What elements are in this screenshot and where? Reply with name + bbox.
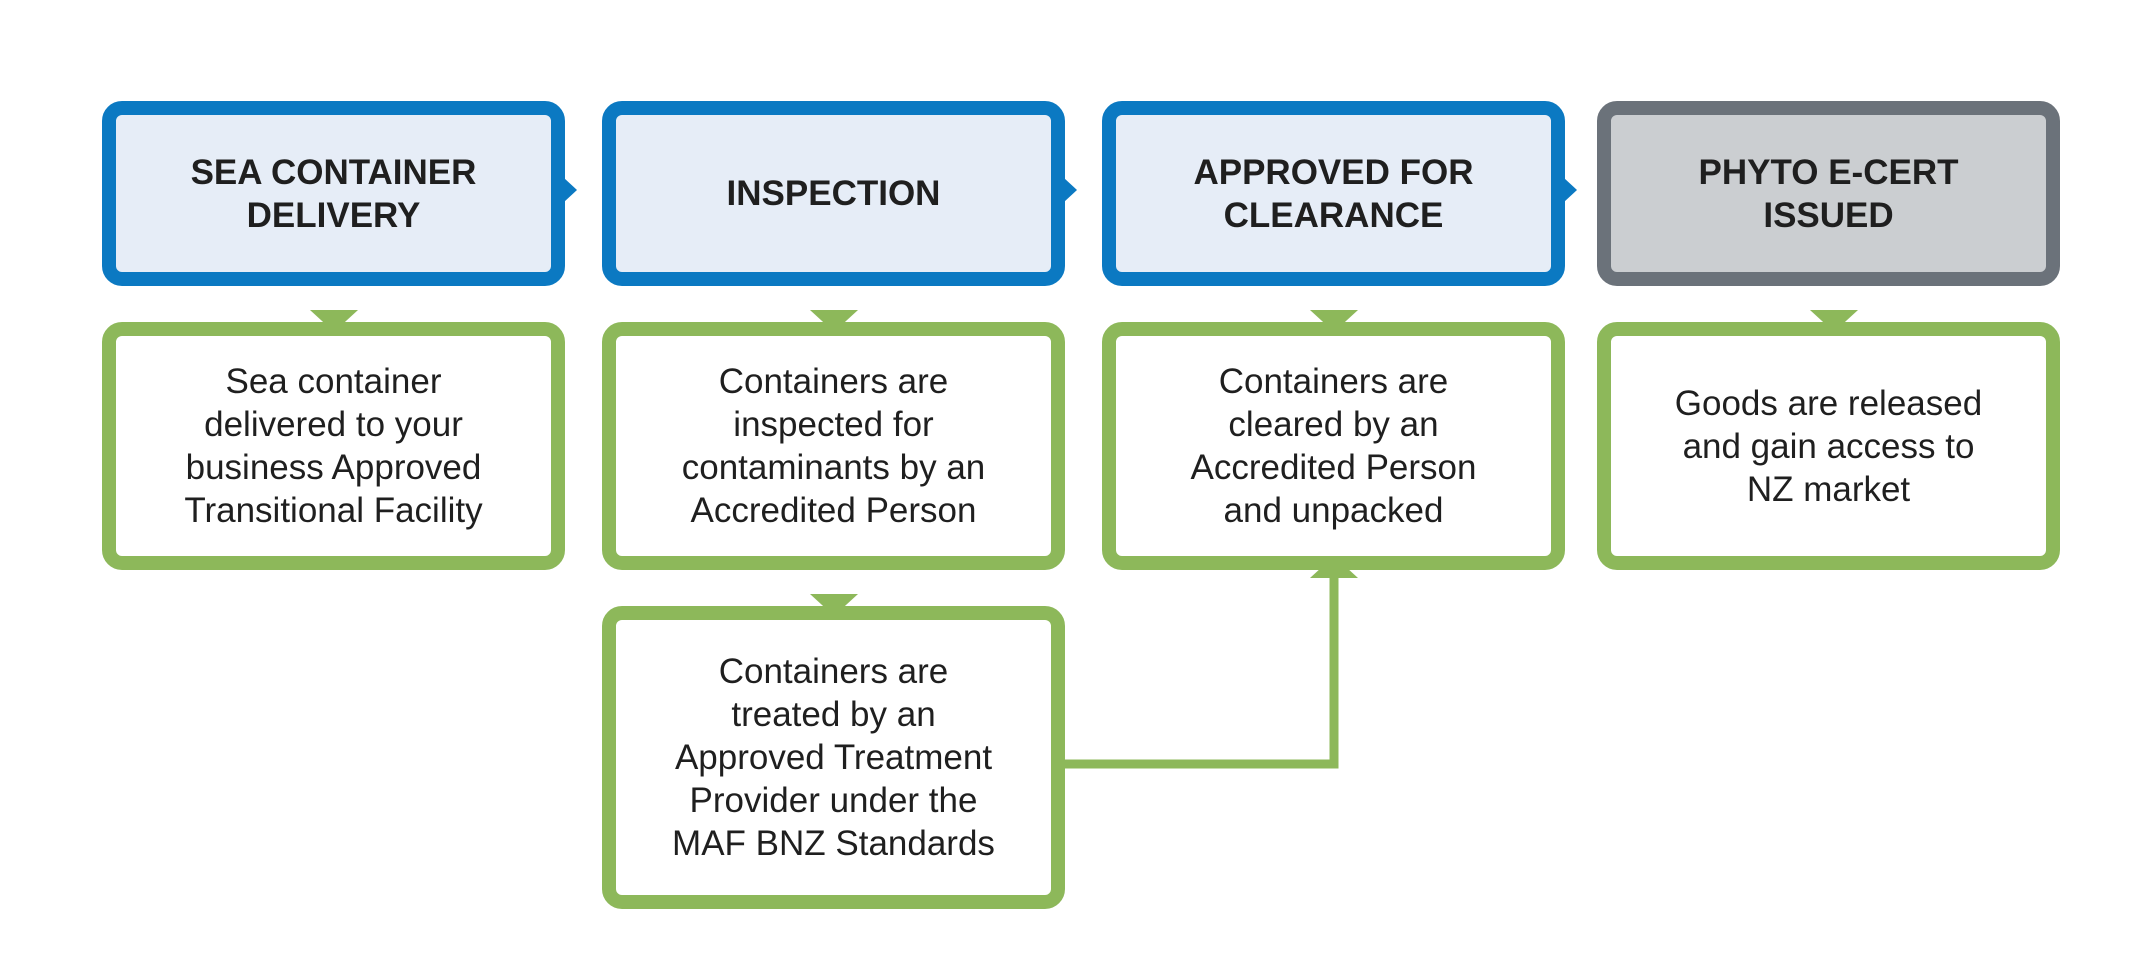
- step-description: Containers are inspected for contaminant…: [681, 362, 986, 530]
- stage-title: INSPECTION: [726, 174, 941, 213]
- stage-title: PHYTO E-CERT ISSUED: [1698, 152, 1959, 235]
- step-box-release: Goods are released and gain access to NZ…: [1597, 322, 2060, 570]
- stage-3-chevron: [1564, 178, 1577, 202]
- step-box-inspection: Containers are inspected for contaminant…: [602, 322, 1065, 570]
- stage-box-sea-container-delivery: SEA CONTAINER DELIVERY: [102, 101, 565, 286]
- step-description: Goods are released and gain access to NZ…: [1674, 383, 1983, 509]
- treatment-to-clearance-connector: [1064, 574, 1339, 769]
- stage-box-approved-for-clearance: APPROVED FOR CLEARANCE: [1102, 101, 1565, 286]
- stage-title: APPROVED FOR CLEARANCE: [1193, 152, 1474, 235]
- step-description: Containers are cleared by an Accredited …: [1190, 362, 1477, 530]
- step-description: Sea container delivered to your business…: [184, 362, 483, 530]
- stage-1-chevron: [564, 178, 577, 202]
- stage-box-phyto-e-cert-issued: PHYTO E-CERT ISSUED: [1597, 101, 2060, 286]
- stage-title: SEA CONTAINER DELIVERY: [190, 152, 477, 235]
- step-description: Containers are treated by an Approved Tr…: [672, 652, 995, 863]
- step-box-delivery: Sea container delivered to your business…: [102, 322, 565, 570]
- stage-box-inspection: INSPECTION: [602, 101, 1065, 286]
- stage-2-chevron: [1064, 178, 1077, 202]
- step-box-clearance: Containers are cleared by an Accredited …: [1102, 322, 1565, 570]
- step-box-treatment: Containers are treated by an Approved Tr…: [602, 606, 1065, 909]
